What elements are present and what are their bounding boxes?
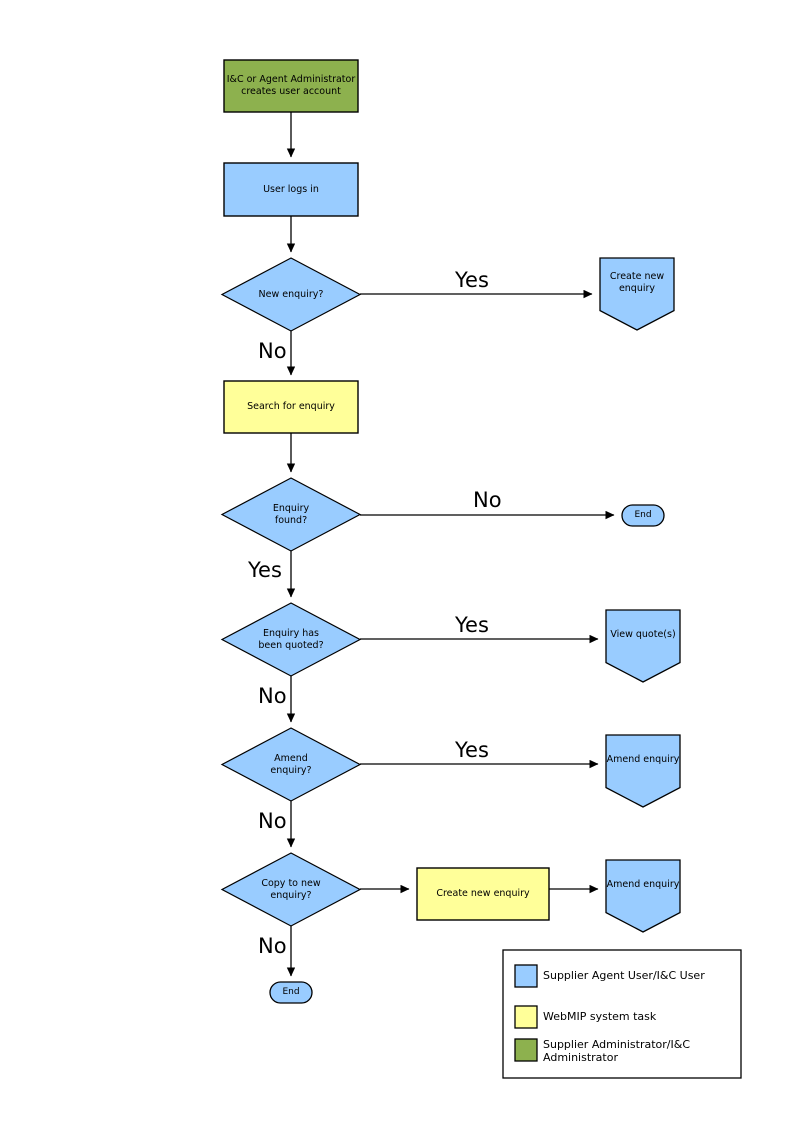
edge-label-edge-quoted-no: No: [258, 684, 287, 708]
edge-label-edge-amend-yes: Yes: [455, 738, 489, 762]
edge-label-edge-copy-no: No: [258, 934, 287, 958]
legend-swatch-legend-admin: [514, 1038, 538, 1062]
legend-box: [502, 949, 742, 1079]
node-admin-creates-account[interactable]: [223, 59, 359, 113]
node-end-node-top[interactable]: [621, 504, 665, 527]
node-end-node-bottom[interactable]: [269, 981, 313, 1004]
node-enquiry-found-decision[interactable]: [220, 477, 362, 552]
node-new-enquiry-decision[interactable]: [220, 257, 362, 332]
node-amend-enquiry-decision[interactable]: [220, 727, 362, 802]
nodes-layer: [220, 59, 681, 1004]
node-search-for-enquiry[interactable]: [223, 380, 359, 434]
legend-layer: [502, 949, 742, 1079]
legend-label-legend-admin: Supplier Administrator/I&C Administrator: [543, 1038, 691, 1065]
legend-label-legend-user: Supplier Agent User/I&C User: [543, 969, 705, 982]
node-amend-enquiry-bottom[interactable]: [605, 859, 681, 933]
legend-swatch-legend-user: [514, 964, 538, 988]
legend-swatch-legend-system: [514, 1005, 538, 1029]
edge-label-edge-found-no: No: [473, 488, 502, 512]
edge-label-edge-newenquiry-no: No: [258, 339, 287, 363]
edge-label-edge-amend-no: No: [258, 809, 287, 833]
node-enquiry-quoted-decision[interactable]: [220, 602, 362, 677]
node-copy-to-new-enquiry-decision[interactable]: [220, 852, 362, 927]
edges-layer: [286, 112, 615, 977]
edge-label-edge-newenquiry-yes: Yes: [455, 268, 489, 292]
node-create-new-enquiry-top[interactable]: [599, 257, 675, 331]
legend-label-legend-system: WebMIP system task: [543, 1010, 657, 1023]
node-view-quotes[interactable]: [605, 609, 681, 683]
edge-label-edge-found-yes: Yes: [248, 558, 282, 582]
node-user-logs-in[interactable]: [223, 162, 359, 217]
node-amend-enquiry-mid[interactable]: [605, 734, 681, 808]
node-create-new-enquiry-bottom[interactable]: [416, 867, 550, 921]
edge-label-edge-quoted-yes: Yes: [455, 613, 489, 637]
